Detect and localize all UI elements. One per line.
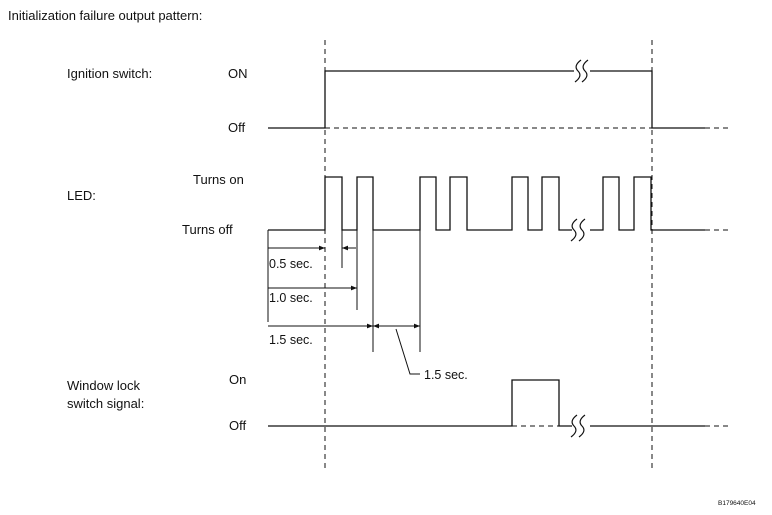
window-lock-signal: [268, 379, 705, 427]
ignition-off-label: Off: [228, 120, 245, 135]
ignition-break-mark: [574, 59, 590, 83]
ignition-label: Ignition switch:: [67, 66, 152, 81]
ignition-on-label: ON: [228, 66, 248, 81]
window-lock-label-line1: Window lock: [67, 378, 140, 393]
window-lock-label-line2: switch signal:: [67, 396, 144, 411]
led-break-mark: [570, 218, 586, 242]
led-off-label: Turns off: [182, 222, 233, 237]
window-lock-off-label: Off: [229, 418, 246, 433]
window-lock-break-mark: [570, 414, 586, 438]
timing-label-gap: 1.5 sec.: [424, 368, 468, 382]
ignition-signal: [268, 70, 705, 129]
diagram-title: Initialization failure output pattern:: [8, 8, 202, 23]
figure-code: B179640E04: [718, 500, 756, 507]
window-lock-on-label: On: [229, 372, 246, 387]
timing-label-0-5: 0.5 sec.: [269, 257, 313, 271]
timing-label-1-5: 1.5 sec.: [269, 333, 313, 347]
timing-leader-line: [395, 328, 420, 375]
led-signal: [268, 176, 705, 231]
timing-label-1-0: 1.0 sec.: [269, 291, 313, 305]
led-on-label: Turns on: [193, 172, 244, 187]
led-label: LED:: [67, 188, 96, 203]
